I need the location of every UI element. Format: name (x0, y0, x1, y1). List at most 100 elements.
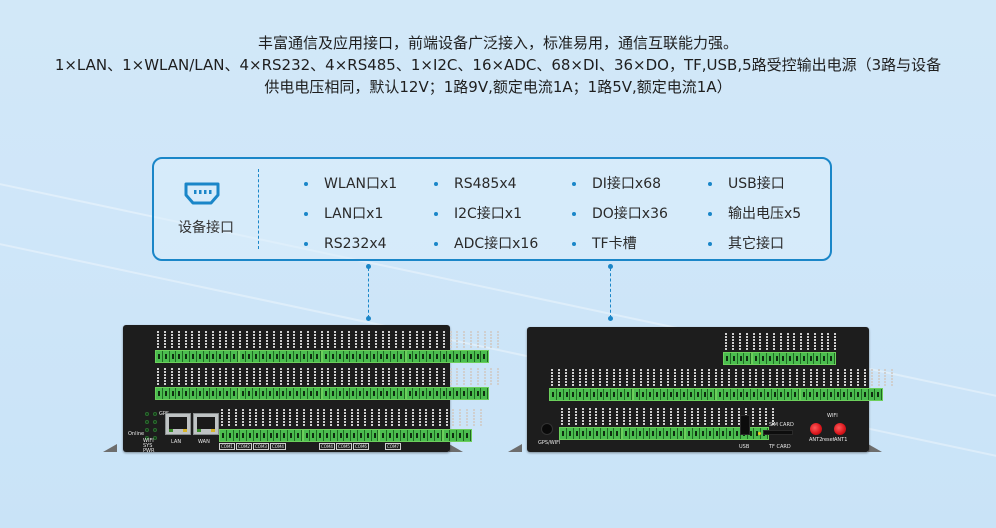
terminal-pin (337, 430, 345, 441)
terminal-pin (427, 388, 434, 399)
interface-item-label: DO接口x36 (592, 206, 668, 222)
terminal-pin (330, 430, 338, 441)
terminal-label (862, 369, 869, 387)
terminal-label (468, 331, 475, 349)
terminal-label (756, 408, 763, 426)
terminal-label (369, 409, 376, 427)
interface-item: ADC接口x16 (434, 229, 538, 259)
terminal-pin (253, 351, 260, 362)
terminal-pin (687, 389, 695, 400)
terminal-pin (246, 388, 254, 399)
terminal-label (335, 409, 342, 427)
terminal-label (423, 409, 430, 427)
terminal-pin (686, 428, 694, 439)
sim-card-slot[interactable] (763, 430, 793, 435)
terminal-pin (440, 351, 448, 362)
terminal-pin (800, 353, 808, 364)
terminal-pin (737, 389, 745, 400)
terminal-label (230, 368, 237, 386)
interface-item-label: ADC接口x16 (454, 236, 539, 252)
terminal-label (250, 368, 257, 386)
terminal-label (695, 408, 702, 426)
terminal-label (576, 369, 583, 387)
usb-port[interactable] (740, 415, 750, 435)
gps-wifi-label: GPS/WIFI (538, 440, 561, 446)
terminal-row-2 (549, 388, 884, 401)
terminal-pin (156, 388, 163, 399)
terminal-label (416, 409, 423, 427)
terminal-label (321, 409, 328, 427)
terminal-pin (677, 428, 685, 439)
terminal-label (155, 331, 162, 349)
terminal-pin (344, 430, 352, 441)
terminal-pin (433, 388, 441, 399)
terminal-pin (274, 430, 282, 441)
intro-text: 丰富通信及应用接口，前端设备广泛接入，标准易用，通信互联能力强。 1×LAN、1… (0, 32, 996, 98)
terminal-label (339, 368, 346, 386)
terminal-pin (314, 351, 322, 362)
terminal-label (814, 369, 821, 387)
mounting-foot (449, 444, 463, 452)
terminal-label (784, 333, 791, 351)
gps-wifi-jack[interactable] (541, 423, 553, 435)
terminal-label (495, 368, 502, 386)
terminal-pin (566, 428, 574, 439)
terminal-pin (443, 430, 451, 441)
terminal-pin (717, 389, 724, 400)
terminal-label (325, 368, 332, 386)
device-back-panel: GPS/WIFI USB SIM CARD TF CARD WIFI ANT2 … (527, 327, 894, 452)
terminal-label (223, 331, 230, 349)
terminal-label (805, 333, 812, 351)
terminal-pin (474, 388, 482, 399)
ant1-antenna-connector[interactable] (834, 423, 846, 435)
terminal-pin (730, 389, 738, 400)
terminal-pin (611, 389, 618, 400)
terminal-label (658, 369, 665, 387)
lan-port[interactable] (165, 413, 191, 435)
terminal-pin (427, 430, 435, 441)
terminal-pin (713, 428, 721, 439)
terminal-label (325, 331, 332, 349)
com-label: COM1 (219, 443, 235, 450)
terminal-label (474, 331, 481, 349)
terminal-label (868, 369, 875, 387)
terminal-label (403, 409, 410, 427)
interface-column: RS485x4 I2C接口x1 ADC接口x16 (434, 169, 538, 259)
terminal-pin (400, 430, 408, 441)
interface-spec-box: 设备接口 WLAN口x1 LAN口x1 RS232x4 RS485x4 I2C接… (152, 157, 832, 261)
terminal-label (332, 331, 339, 349)
terminal-pin (260, 430, 268, 441)
terminal-pin (307, 351, 315, 362)
terminal-label (257, 368, 264, 386)
wan-port[interactable] (193, 413, 219, 435)
terminal-row-2 (155, 387, 490, 400)
terminal-pin (363, 351, 371, 362)
bullet-icon (708, 242, 712, 246)
terminal-label (624, 369, 631, 387)
terminal-pin (560, 428, 567, 439)
terminal-label (468, 368, 475, 386)
terminal-pin (791, 389, 799, 400)
terminal-block (322, 350, 406, 363)
intro-line-3: 供电电压相同，默认12V；1路9V,额定电流1A；1路5V,额定电流1A） (264, 78, 732, 96)
terminal-pin (266, 388, 274, 399)
ant2-antenna-connector[interactable] (810, 423, 822, 435)
terminal-pin (210, 351, 218, 362)
interface-item-label: LAN口x1 (324, 206, 384, 222)
terminal-pin (280, 388, 288, 399)
terminal-label (834, 369, 841, 387)
terminal-label (264, 368, 271, 386)
terminal-pin (357, 351, 364, 362)
terminal-pin (370, 351, 378, 362)
terminal-pin (447, 351, 455, 362)
terminal-label (379, 368, 386, 386)
terminal-row-1 (723, 352, 836, 365)
bullet-icon (304, 212, 308, 216)
terminal-pin (708, 389, 716, 400)
terminal-pin (384, 351, 392, 362)
terminal-pin (310, 430, 318, 441)
bullet-icon (572, 212, 576, 216)
terminal-label (352, 331, 359, 349)
terminal-pin (323, 388, 330, 399)
interface-item-label: RS232x4 (324, 236, 387, 252)
